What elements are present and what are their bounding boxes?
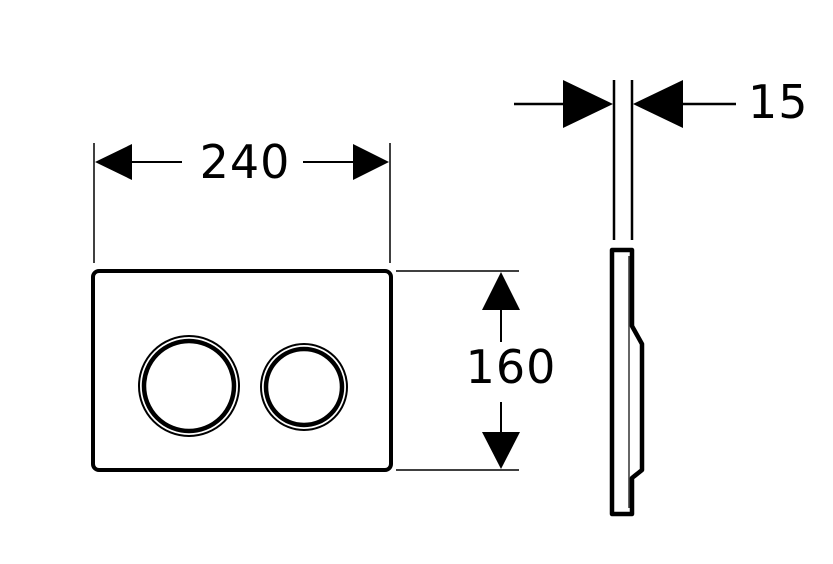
depth-arrow-left	[563, 80, 613, 128]
width-arrow-right	[353, 144, 389, 180]
height-dimension: 160	[396, 270, 557, 471]
depth-dimension: 15	[514, 75, 809, 129]
side-profile-outline	[609, 247, 645, 517]
depth-arrow-right	[633, 80, 683, 128]
small-flush-button	[260, 343, 348, 431]
height-dimension-label: 160	[466, 340, 557, 394]
width-dimension: 240	[93, 135, 391, 263]
side-view	[609, 80, 645, 517]
height-arrow-top	[482, 272, 520, 310]
width-arrow-left	[95, 144, 132, 180]
large-flush-button	[138, 335, 240, 437]
front-view	[91, 269, 393, 472]
depth-dimension-label: 15	[748, 75, 809, 129]
height-arrow-bottom	[482, 432, 520, 469]
flush-plate-outline	[91, 269, 393, 472]
width-dimension-label: 240	[200, 135, 291, 189]
